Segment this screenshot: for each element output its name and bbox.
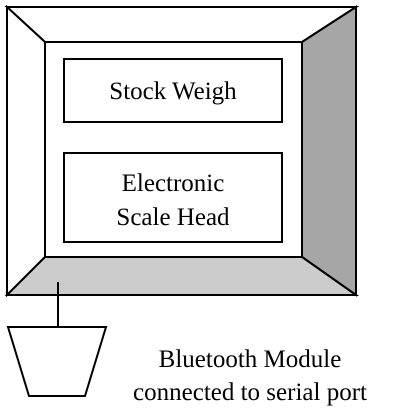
stock-weigh-label: Stock Weigh: [109, 78, 237, 105]
bluetooth-module-label-line2: connected to serial port: [133, 379, 367, 406]
bluetooth-module-label-line1: Bluetooth Module: [159, 346, 342, 373]
device-left-bevel: [6, 4, 46, 298]
device-right-bevel: [301, 5, 357, 297]
device-top-bevel: [4, 6, 360, 43]
scale-head-label-line2: Scale Head: [116, 204, 230, 231]
bluetooth-module-shape: [6, 326, 108, 397]
stock-weigh-box: [63, 58, 283, 123]
device-bottom-bevel: [4, 256, 360, 296]
scale-head-label-line1: Electronic: [122, 170, 225, 197]
scale-head-box: [63, 152, 283, 243]
